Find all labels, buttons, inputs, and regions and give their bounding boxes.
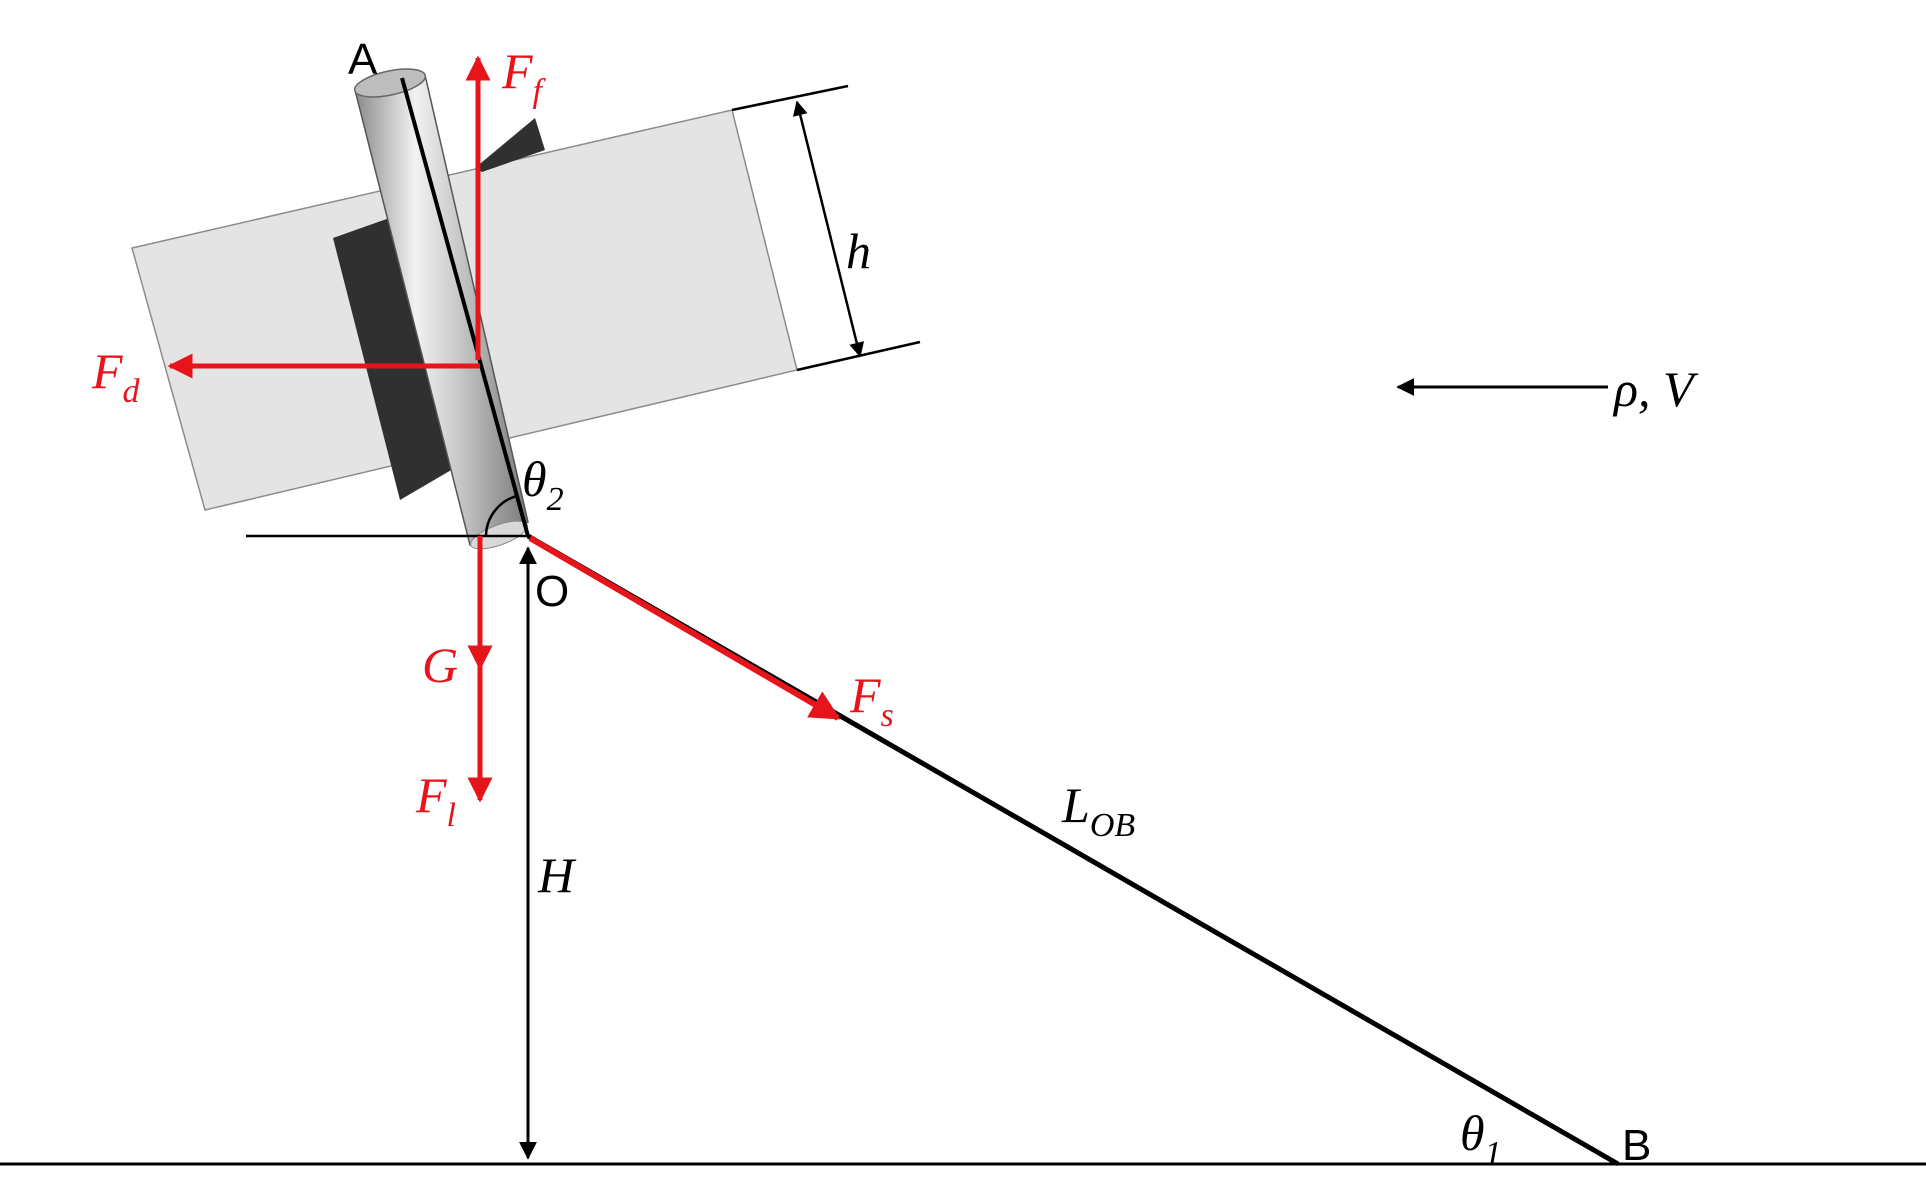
point-label-B: B (1622, 1121, 1651, 1170)
label-LOB: LOB (1061, 777, 1135, 844)
point-label-A: A (348, 35, 378, 84)
label-theta1: θ1 (1460, 1105, 1502, 1172)
label-Fs: Fs (849, 667, 894, 734)
h-dimension-arrow[interactable] (792, 100, 865, 358)
mast-cylinder (353, 68, 529, 550)
wing-fin-upper (475, 118, 545, 172)
label-h: h (846, 223, 871, 279)
label-Fl: Fl (415, 767, 456, 834)
label-H: H (537, 847, 577, 903)
label-flow: ρ, V (1612, 361, 1699, 417)
point-label-O: O (535, 567, 569, 616)
label-Fd: Fd (91, 343, 141, 410)
theta2-arc (484, 494, 518, 537)
h-extension-top (731, 84, 849, 112)
label-G: G (422, 637, 458, 693)
label-Ff: Ff (501, 43, 547, 110)
label-theta2: θ2 (522, 451, 564, 518)
force-arrow-Fs[interactable] (528, 535, 841, 721)
mast-axis-AO (400, 77, 530, 537)
